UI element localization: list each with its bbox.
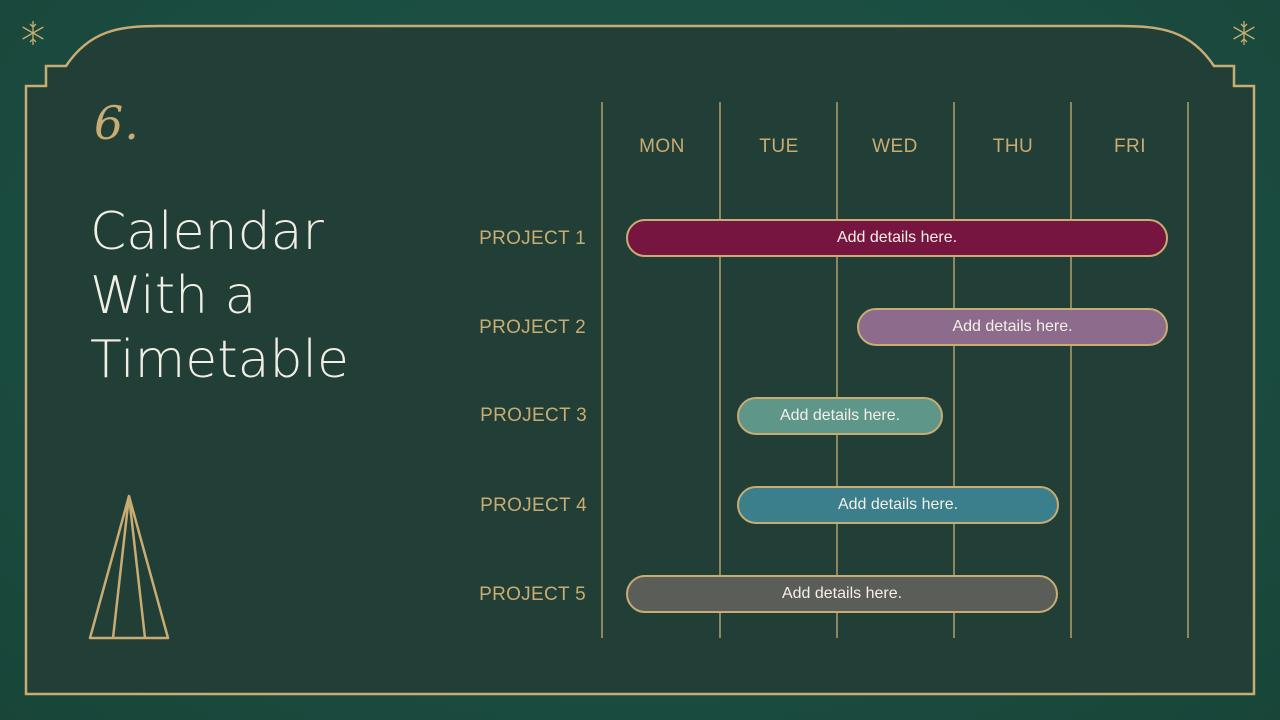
project-label-4: PROJECT 4 [480, 495, 587, 516]
project-label-2: PROJECT 2 [479, 317, 586, 338]
project-5-bar[interactable]: Add details here. [626, 575, 1058, 613]
snowflake-icon [22, 21, 44, 45]
project-2-bar[interactable]: Add details here. [857, 308, 1168, 346]
day-header-mon: MON [639, 136, 685, 157]
project-label-1: PROJECT 1 [479, 228, 586, 249]
pine-tree-icon [88, 494, 170, 640]
title-line: Timetable [90, 330, 349, 390]
day-header-fri: FRI [1113, 136, 1147, 157]
project-1-bar[interactable]: Add details here. [626, 219, 1168, 257]
project-label-3: PROJECT 3 [480, 405, 587, 426]
project-label-5: PROJECT 5 [479, 584, 586, 605]
slide-number: 6. [94, 96, 140, 150]
day-header-wed: WED [872, 136, 918, 157]
slide-title: Calendar With a Timetable [90, 200, 420, 392]
day-header-thu: THU [992, 136, 1034, 157]
day-header-tue: TUE [759, 136, 799, 157]
title-line: With a [90, 266, 257, 326]
title-line: Calendar [90, 202, 324, 262]
project-3-bar[interactable]: Add details here. [737, 397, 943, 435]
snowflake-icon [1233, 21, 1255, 45]
project-4-bar[interactable]: Add details here. [737, 486, 1059, 524]
